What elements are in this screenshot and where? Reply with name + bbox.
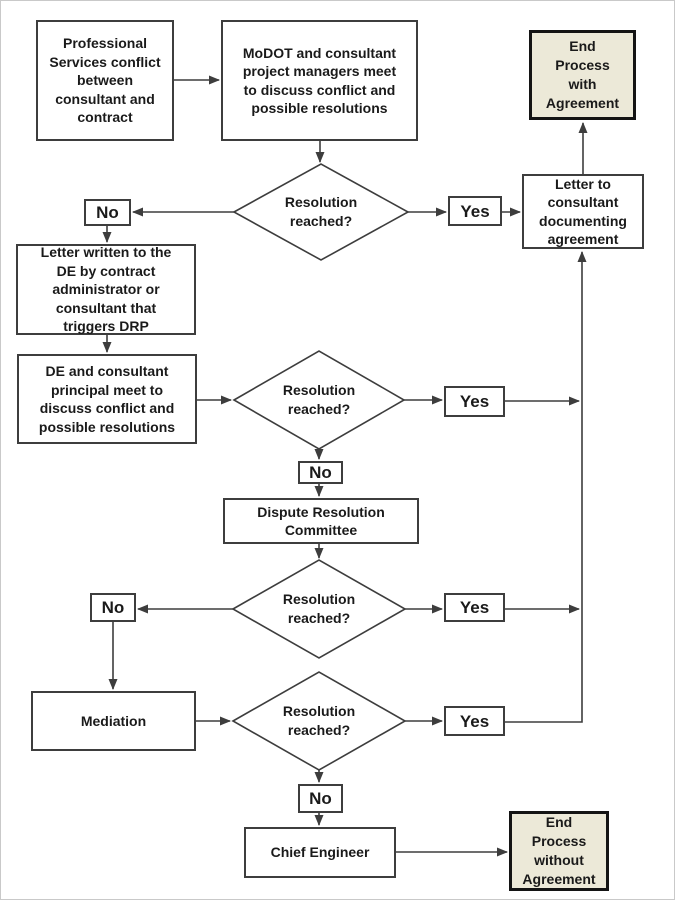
decision-4-label: Resolution reached? — [282, 703, 356, 738]
chief-engineer-box: Chief Engineer — [244, 827, 396, 878]
de-meeting-box: DE and consultant principal meet to disc… — [17, 354, 197, 444]
yes-2-label-box: Yes — [444, 386, 505, 417]
letter-to-de-box: Letter written to the DE by contract adm… — [16, 244, 196, 335]
decision-3-label: Resolution reached? — [282, 591, 356, 626]
mediation-box: Mediation — [31, 691, 196, 751]
no-4-label-box: No — [298, 784, 343, 813]
edge-yes4-collector-to-letter — [505, 251, 587, 723]
decision-2-diamond — [232, 350, 406, 450]
end-with-agreement-terminator: End Process with Agreement — [529, 30, 636, 120]
decision-1-label: Resolution reached? — [284, 194, 358, 229]
yes-4-label-box: Yes — [444, 706, 505, 736]
decision-2-label: Resolution reached? — [282, 382, 356, 417]
modot-meeting-box: MoDOT and consultant project managers me… — [221, 20, 418, 141]
yes-3-label-box: Yes — [444, 593, 505, 622]
dispute-resolution-committee-box: Dispute Resolution Committee — [223, 498, 419, 544]
no-2-label-box: No — [298, 461, 343, 484]
letter-to-consultant-box: Letter to consultant documenting agreeme… — [522, 174, 644, 249]
decision-4-diamond — [231, 671, 407, 771]
yes-1-label-box: Yes — [448, 196, 502, 226]
no-3-label-box: No — [90, 593, 136, 622]
decision-3-diamond — [231, 559, 407, 659]
decision-1-diamond — [232, 163, 410, 261]
start-box: Professional Services conflict between c… — [36, 20, 174, 141]
end-without-agreement-terminator: End Process without Agreement — [509, 811, 609, 891]
no-1-label-box: No — [84, 199, 131, 226]
